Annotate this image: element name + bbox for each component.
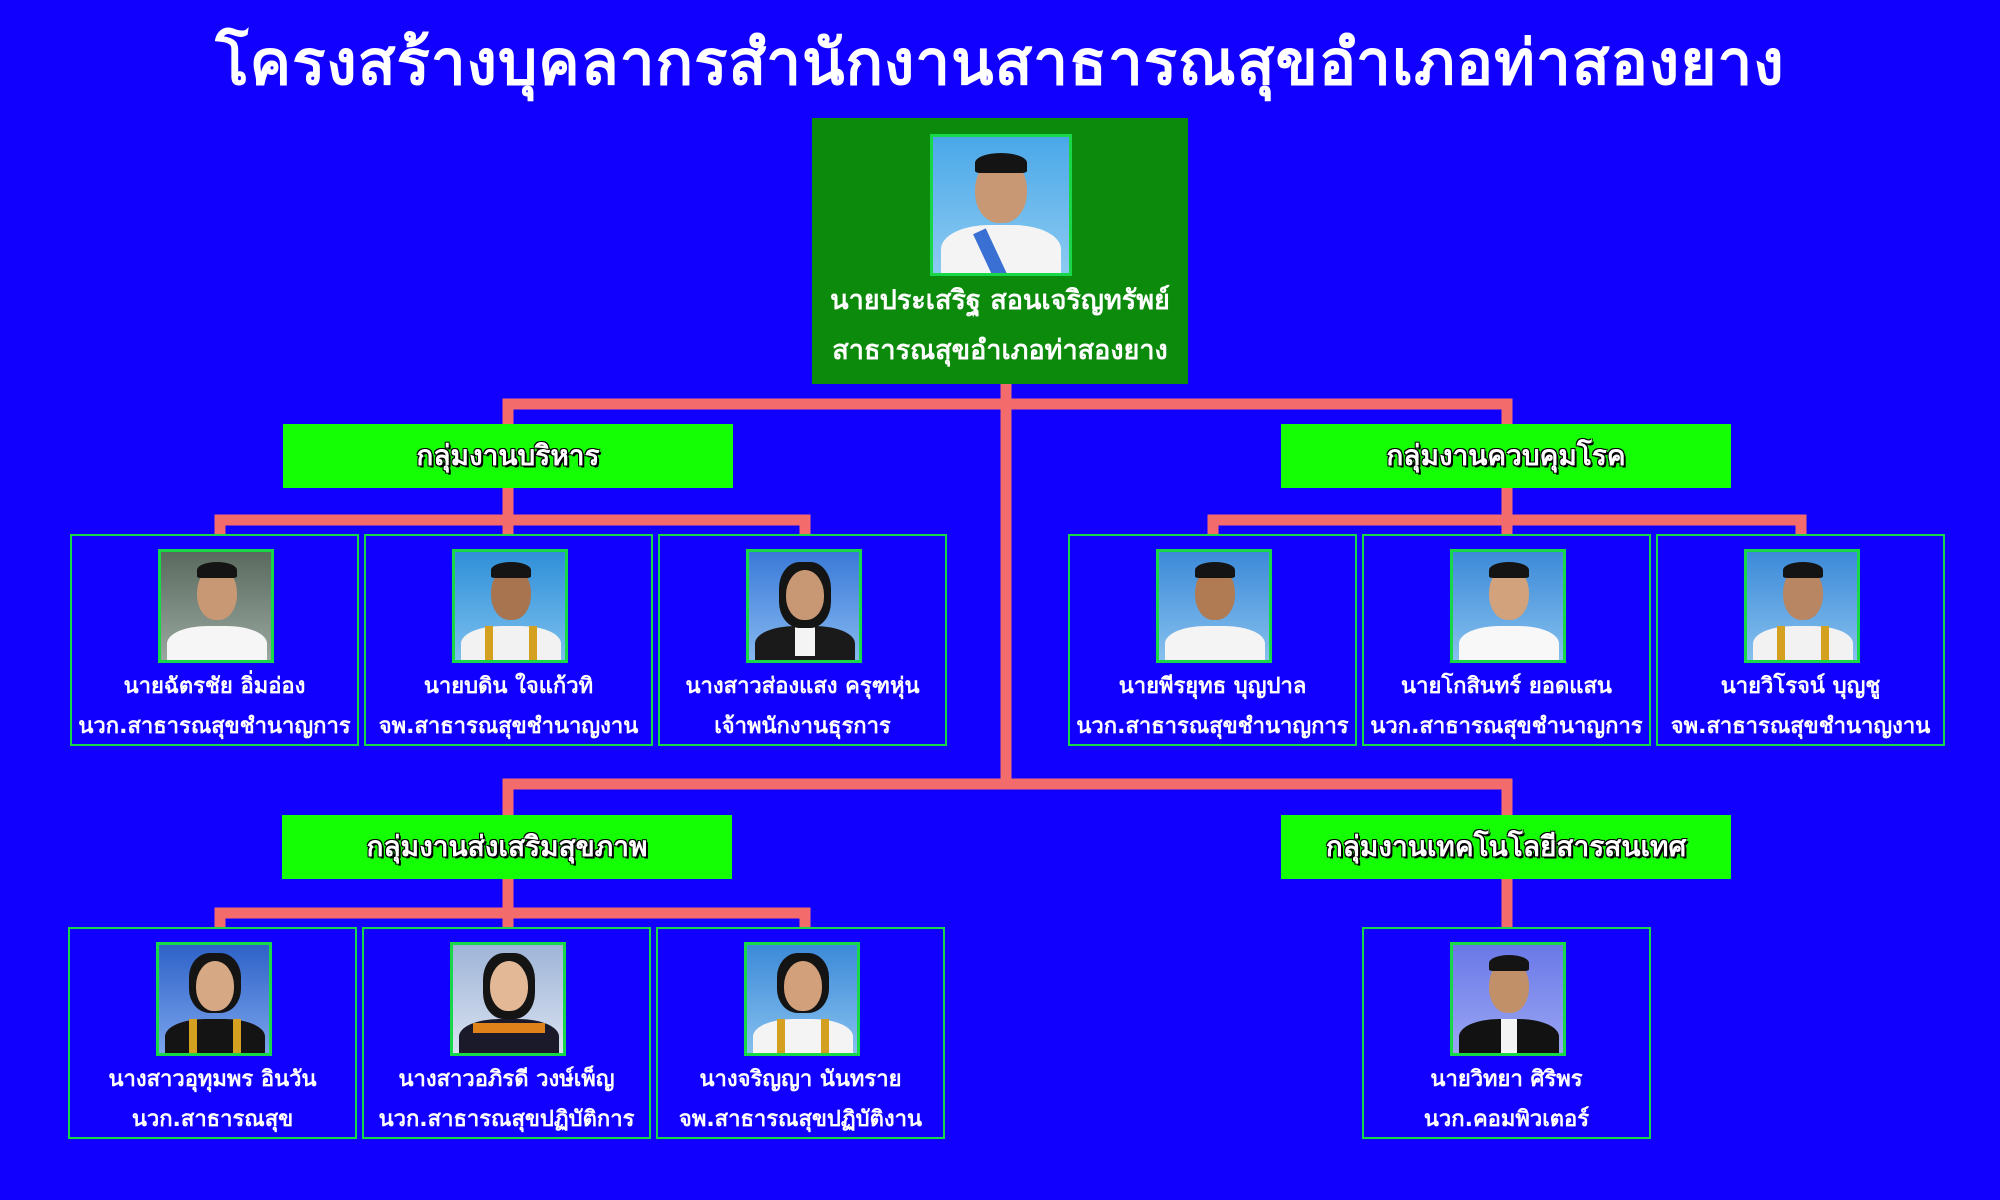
- staff-position: นวก.คอมพิวเตอร์: [1423, 1107, 1590, 1132]
- staff-name: นายพีรยุทธ บุญปาล: [1118, 674, 1307, 699]
- person-white-uniform-photo-icon: [158, 549, 274, 663]
- group-health-promotion-header: กลุ่มงานส่งเสริมสุขภาพ: [282, 815, 732, 879]
- staff-card: นายโกสินทร์ ยอดแสน นวก.สาธารณสุขชำนาญการ: [1362, 534, 1651, 746]
- person-uniform-photo-icon: [930, 134, 1072, 276]
- person-white-uniform-photo-icon: [452, 549, 568, 663]
- staff-name: นางจริญญา นันทราย: [699, 1067, 902, 1092]
- staff-name: นายบดิน ใจแก้วทิ: [423, 674, 594, 699]
- staff-card: นางสาวอุทุมพร อินวัน นวก.สาธารณสุข: [68, 927, 357, 1139]
- staff-position: เจ้าพนักงานธุรการ: [714, 714, 891, 739]
- person-white-uniform-photo-icon: [1450, 549, 1566, 663]
- staff-position: จพ.สาธารณสุขชำนาญงาน: [378, 714, 639, 739]
- staff-name: นางสาวส่องแสง ครุฑหุ่น: [685, 674, 920, 699]
- head-name: นายประเสริฐ สอนเจริญทรัพย์: [830, 285, 1170, 316]
- staff-position: นวก.สาธารณสุขปฏิบัติการ: [378, 1107, 635, 1132]
- staff-position: จพ.สาธารณสุขปฏิบัติงาน: [678, 1107, 923, 1132]
- person-white-uniform-photo-icon: [1156, 549, 1272, 663]
- page-title: โครงสร้างบุคลากรสำนักงานสาธารณสุขอำเภอท่…: [215, 26, 1785, 99]
- staff-position: นวก.สาธารณสุข: [131, 1107, 294, 1132]
- staff-name: นายวิโรจน์ บุญชู: [1720, 674, 1881, 699]
- staff-card: นายบดิน ใจแก้วทิ จพ.สาธารณสุขชำนาญงาน: [364, 534, 653, 746]
- staff-position: นวก.สาธารณสุขชำนาญการ: [78, 714, 351, 739]
- staff-card: นายวิทยา ศิริพร นวก.คอมพิวเตอร์: [1362, 927, 1651, 1139]
- staff-card: นายฉัตรชัย อิ่มอ่อง นวก.สาธารณสุขชำนาญกา…: [70, 534, 359, 746]
- staff-name: นายโกสินทร์ ยอดแสน: [1401, 674, 1612, 699]
- person-graduation-gown-photo-icon: [1450, 942, 1566, 1056]
- person-graduation-gown-photo-icon: [450, 942, 566, 1056]
- staff-card: นางสาวอภิรดี วงษ์เพ็ญ นวก.สาธารณสุขปฏิบั…: [362, 927, 651, 1139]
- group-admin-header: กลุ่มงานบริหาร: [283, 424, 733, 488]
- staff-position: จพ.สาธารณสุขชำนาญงาน: [1670, 714, 1931, 739]
- group-disease-control-header: กลุ่มงานควบคุมโรค: [1281, 424, 1731, 488]
- staff-card: นางสาวส่องแสง ครุฑหุ่น เจ้าพนักงานธุรการ: [658, 534, 947, 746]
- person-white-uniform-photo-icon: [744, 942, 860, 1056]
- head-of-office-box: นายประเสริฐ สอนเจริญทรัพย์ สาธารณสุขอำเภ…: [812, 118, 1188, 384]
- head-position: สาธารณสุขอำเภอท่าสองยาง: [832, 335, 1168, 366]
- staff-card: นางจริญญา นันทราย จพ.สาธารณสุขปฏิบัติงาน: [656, 927, 945, 1139]
- person-white-uniform-photo-icon: [1744, 549, 1860, 663]
- person-graduation-gown-photo-icon: [156, 942, 272, 1056]
- staff-card: นายพีรยุทธ บุญปาล นวก.สาธารณสุขชำนาญการ: [1068, 534, 1357, 746]
- staff-position: นวก.สาธารณสุขชำนาญการ: [1076, 714, 1349, 739]
- staff-name: นางสาวอภิรดี วงษ์เพ็ญ: [398, 1067, 615, 1092]
- staff-position: นวก.สาธารณสุขชำนาญการ: [1370, 714, 1643, 739]
- staff-card: นายวิโรจน์ บุญชู จพ.สาธารณสุขชำนาญงาน: [1656, 534, 1945, 746]
- person-dark-suit-photo-icon: [746, 549, 862, 663]
- staff-name: นางสาวอุทุมพร อินวัน: [108, 1067, 317, 1092]
- staff-name: นายวิทยา ศิริพร: [1430, 1067, 1583, 1092]
- group-it-header: กลุ่มงานเทคโนโลยีสารสนเทศ: [1281, 815, 1731, 879]
- staff-name: นายฉัตรชัย อิ่มอ่อง: [123, 674, 306, 699]
